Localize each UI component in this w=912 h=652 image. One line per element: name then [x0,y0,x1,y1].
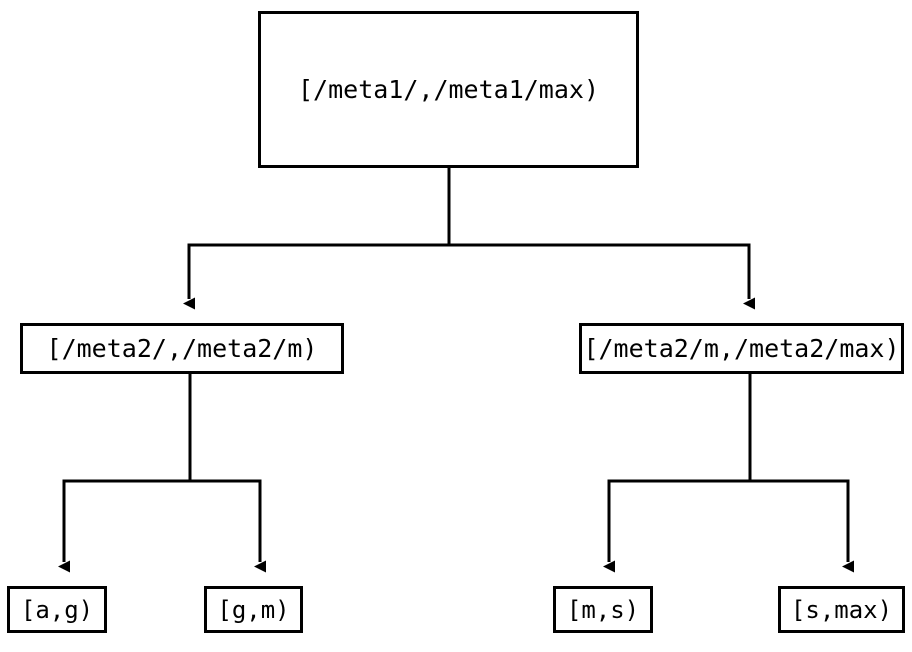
node-root[interactable]: [/meta1/,/meta1/max) [258,11,639,168]
node-leaf-s-max-label: [s,max) [790,595,893,624]
edge-mid-right-to-leaf-m-s [603,374,752,573]
node-leaf-a-g-label: [a,g) [20,595,94,624]
node-leaf-s-max[interactable]: [s,max) [778,586,905,633]
node-mid-left[interactable]: [/meta2/,/meta2/m) [20,323,344,374]
node-leaf-a-g[interactable]: [a,g) [7,586,107,633]
edge-mid-left-to-leaf-g-m [188,374,266,573]
node-mid-left-label: [/meta2/,/meta2/m) [46,334,318,363]
node-leaf-m-s[interactable]: [m,s) [553,586,653,633]
edge-mid-right-to-leaf-s-max [748,374,854,573]
node-leaf-m-s-label: [m,s) [566,595,640,624]
node-root-label: [/meta1/,/meta1/max) [297,75,600,104]
edge-root-to-mid-right [447,168,755,310]
node-mid-right-label: [/meta2/m,/meta2/max) [583,334,900,363]
node-leaf-g-m[interactable]: [g,m) [204,586,303,633]
node-leaf-g-m-label: [g,m) [217,595,290,624]
edge-root-to-mid-left [183,168,451,310]
edge-mid-left-to-leaf-a-g [58,374,192,573]
node-mid-right[interactable]: [/meta2/m,/meta2/max) [579,323,904,374]
